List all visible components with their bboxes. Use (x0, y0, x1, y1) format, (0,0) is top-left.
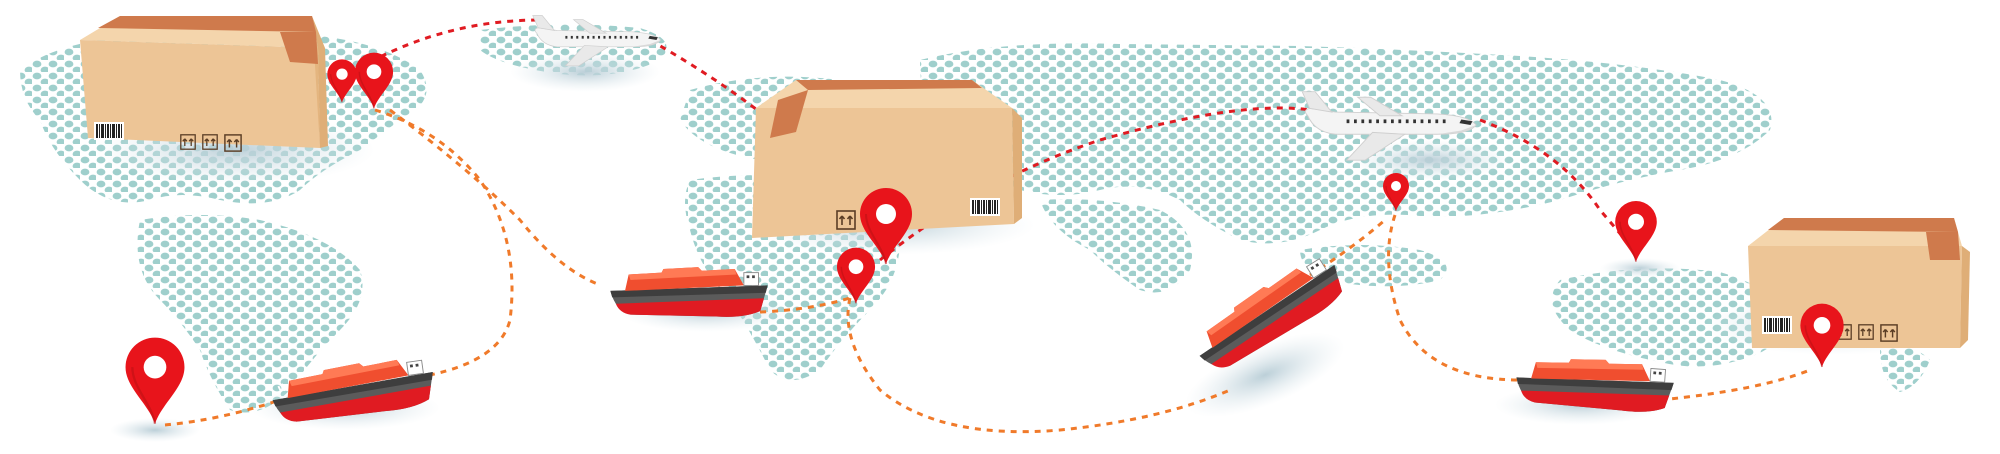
barcode-icon (94, 122, 124, 140)
sea-routes (164, 108, 1811, 434)
location-pin-icon (124, 336, 186, 425)
location-pin-icon (1614, 200, 1658, 263)
location-pin-icon (1799, 302, 1845, 368)
cardboard-box-icon (752, 80, 1022, 238)
barcode-icon (1762, 316, 1792, 334)
cardboard-box-icon (80, 16, 328, 152)
cargo-ship-icon (609, 266, 769, 318)
cardboard-box-icon (1748, 218, 1970, 348)
barcode-icon (970, 198, 1000, 216)
